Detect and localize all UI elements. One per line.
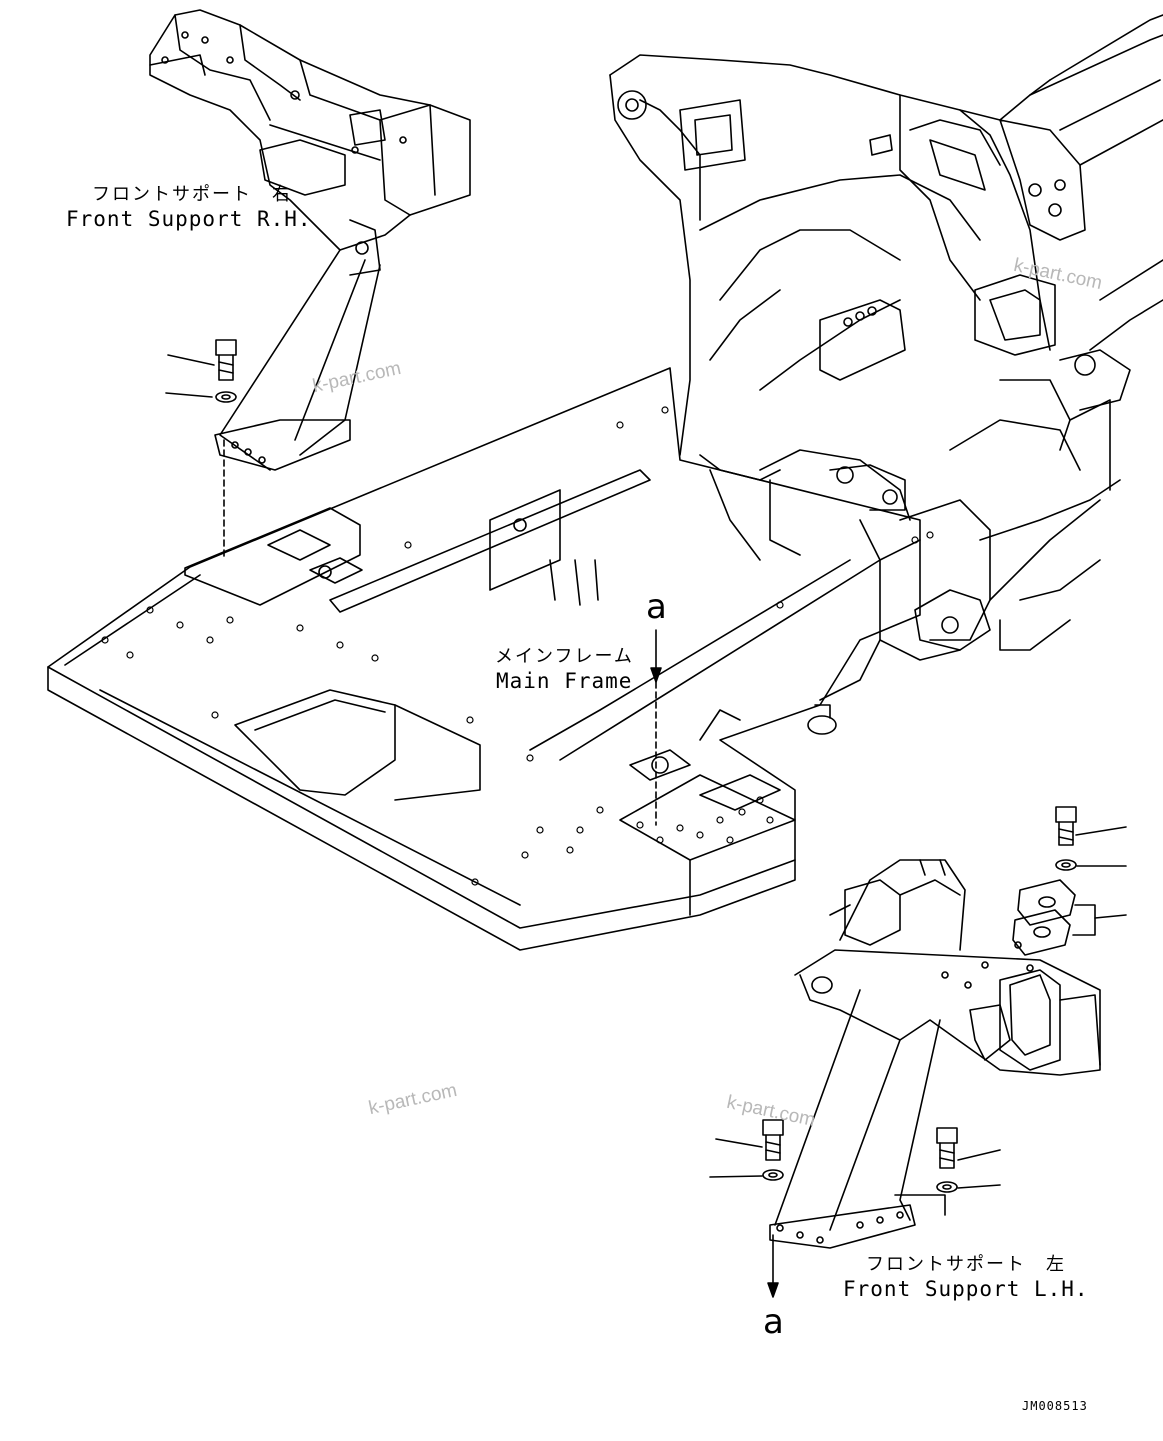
main-frame-label-jp: メインフレーム (495, 646, 634, 667)
reference-arrow-lower (767, 1234, 779, 1298)
deck-bolts (101, 406, 934, 886)
reference-mark-lower: a (763, 1302, 784, 1342)
front-support-lh-label-en: Front Support L.H. (843, 1277, 1089, 1301)
bolt-washer-lh-right (936, 1127, 1001, 1193)
front-support-rh (149, 9, 471, 561)
bolt-washer-lh-left (709, 1119, 784, 1181)
reference-arrow-upper (650, 629, 662, 826)
front-support-rh-label-jp: フロントサポート 右 (92, 184, 292, 205)
front-support-lh (769, 859, 1101, 1249)
main-frame-label-en: Main Frame (496, 669, 633, 693)
shim-plates-lh (1012, 879, 1127, 956)
upper-frame (609, 14, 1163, 701)
main-frame (47, 367, 921, 951)
bolt-washer-rh (165, 339, 237, 403)
reference-mark-upper: a (646, 587, 667, 627)
drawing-code: JM008513 (1022, 1399, 1088, 1413)
bolt-washer-lh-upper (1055, 806, 1127, 871)
front-support-rh-label-en: Front Support R.H. (66, 207, 312, 231)
front-support-lh-label-jp: フロントサポート 左 (866, 1254, 1066, 1275)
